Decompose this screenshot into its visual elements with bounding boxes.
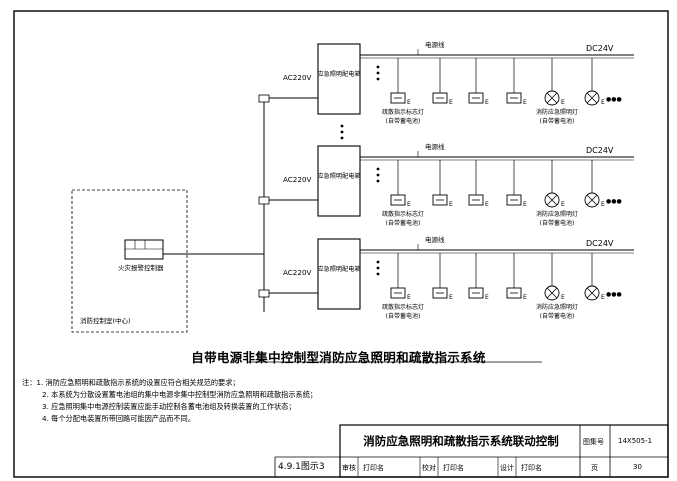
power-line-label: 电源线 — [425, 40, 445, 49]
check-name: 打印名 — [443, 464, 464, 472]
distribution-cabinet — [317, 238, 361, 310]
atlas-number: 14X505-1 — [618, 437, 653, 445]
continuation-dot — [376, 77, 380, 81]
note-item: 3. 应急照明集中电源控制装置应能手动控制各蓄电池组及转换装置的工作状态； — [42, 402, 296, 411]
fixture-letter: E — [601, 201, 605, 208]
cabinet-continuation-dots — [340, 124, 344, 140]
continuation-dot — [376, 179, 380, 183]
fixture-letter: E — [485, 99, 489, 106]
dc-voltage-label: DC24V — [586, 146, 614, 155]
fixture-letter: E — [449, 99, 453, 106]
continuation-dots: ●●● — [606, 96, 622, 103]
fixture-letter: E — [561, 201, 565, 208]
note-item: 4. 每个分配电装置所带回路可能因产品而不同。 — [42, 414, 195, 423]
fixture-letter: E — [601, 294, 605, 301]
continuation-dot — [376, 173, 380, 177]
io-module — [258, 289, 270, 298]
continuation-dots: ●●● — [606, 198, 622, 205]
continuation-dot — [376, 65, 380, 69]
evac-sign-battery-label: (自带蓄电池) — [386, 312, 421, 320]
fixture-letter: E — [407, 294, 411, 301]
evac-sign-battery-label: (自带蓄电池) — [386, 219, 421, 227]
fixture-letter: E — [449, 201, 453, 208]
fixture-letter: E — [407, 201, 411, 208]
notes-heading: 注： — [22, 378, 37, 387]
continuation-dot — [376, 260, 380, 264]
ac-voltage-label: AC220V — [283, 73, 312, 82]
fixture-letter: E — [561, 99, 565, 106]
fixture-letter: E — [407, 99, 411, 106]
page-label: 页 — [591, 464, 598, 472]
light-cross — [586, 287, 598, 299]
note-item: 1. 消防应急照明和疏散指示系统的设置应符合相关规范的要求； — [36, 378, 240, 387]
design-label: 设计 — [500, 464, 514, 472]
light-cross — [586, 92, 598, 104]
fixture-letter: E — [485, 201, 489, 208]
emergency-light-label: 消防应急照明灯 — [536, 303, 578, 311]
figure-label: 4.9.1图示3 — [278, 462, 325, 472]
light-cross — [546, 92, 558, 104]
evac-sign-label: 疏散指示标志灯 — [382, 108, 424, 116]
io-module — [258, 196, 270, 205]
light-cross — [546, 287, 558, 299]
power-line-label: 电源线 — [425, 142, 445, 151]
light-cross — [546, 194, 558, 206]
design-name: 打印名 — [521, 464, 542, 472]
diagram-caption: 自带电源非集中控制型消防应急照明和疏散指示系统 — [191, 350, 486, 365]
fixture-letter: E — [449, 294, 453, 301]
continuation-dot — [376, 266, 380, 270]
cabinet-label-line1: 应急照明配电箱 — [317, 172, 360, 180]
io-module — [258, 94, 270, 103]
control-room-label: 消防控制室(中心) — [80, 316, 131, 325]
evac-sign-label: 疏散指示标志灯 — [382, 303, 424, 311]
control-room-box — [71, 189, 188, 333]
fixture-letter: E — [561, 294, 565, 301]
fire-alarm-controller — [124, 239, 164, 260]
continuation-dot — [376, 71, 380, 75]
notes: 注：1. 消防应急照明和疏散指示系统的设置应符合相关规范的要求； 2. 本系统为… — [22, 377, 317, 425]
atlas-number-label: 图集号 — [583, 438, 604, 446]
cabinet-label-line1: 应急照明配电箱 — [317, 70, 360, 78]
page-number: 30 — [633, 463, 642, 471]
distribution-cabinet — [317, 145, 361, 217]
review-label: 审核 — [342, 464, 356, 472]
emergency-light-label: 消防应急照明灯 — [536, 108, 578, 116]
check-label: 校对 — [422, 464, 436, 472]
fixture-letter: E — [523, 99, 527, 106]
fixture-letter: E — [601, 99, 605, 106]
cabinet-label-line1: 应急照明配电箱 — [317, 265, 360, 273]
fixture-letter: E — [485, 294, 489, 301]
fixture-letter: E — [523, 294, 527, 301]
continuation-dot — [376, 167, 380, 171]
note-item: 2. 本系统为分散设置蓄电池组的集中电源非集中控制型消防应急照明和疏散指示系统； — [42, 390, 318, 399]
emergency-light-battery-label: (自带蓄电池) — [540, 219, 575, 227]
emergency-light-battery-label: (自带蓄电池) — [540, 117, 575, 125]
ac-voltage-label: AC220V — [283, 268, 312, 277]
evac-sign-label: 疏散指示标志灯 — [382, 210, 424, 218]
continuation-dot — [376, 272, 380, 276]
title-block — [274, 424, 669, 478]
light-cross — [586, 194, 598, 206]
emergency-light-label: 消防应急照明灯 — [536, 210, 578, 218]
distribution-cabinet — [317, 43, 361, 115]
dc-voltage-label: DC24V — [586, 44, 614, 53]
review-name: 打印名 — [363, 464, 384, 472]
fixture-letter: E — [523, 201, 527, 208]
ac-voltage-label: AC220V — [283, 175, 312, 184]
evac-sign-battery-label: (自带蓄电池) — [386, 117, 421, 125]
fire-alarm-controller-label: 火灾报警控制器 — [118, 263, 164, 272]
power-line-label: 电源线 — [425, 235, 445, 244]
dc-voltage-label: DC24V — [586, 239, 614, 248]
emergency-light-battery-label: (自带蓄电池) — [540, 312, 575, 320]
drawing-title: 消防应急照明和疏散指示系统联动控制 — [363, 434, 559, 448]
continuation-dots: ●●● — [606, 291, 622, 298]
